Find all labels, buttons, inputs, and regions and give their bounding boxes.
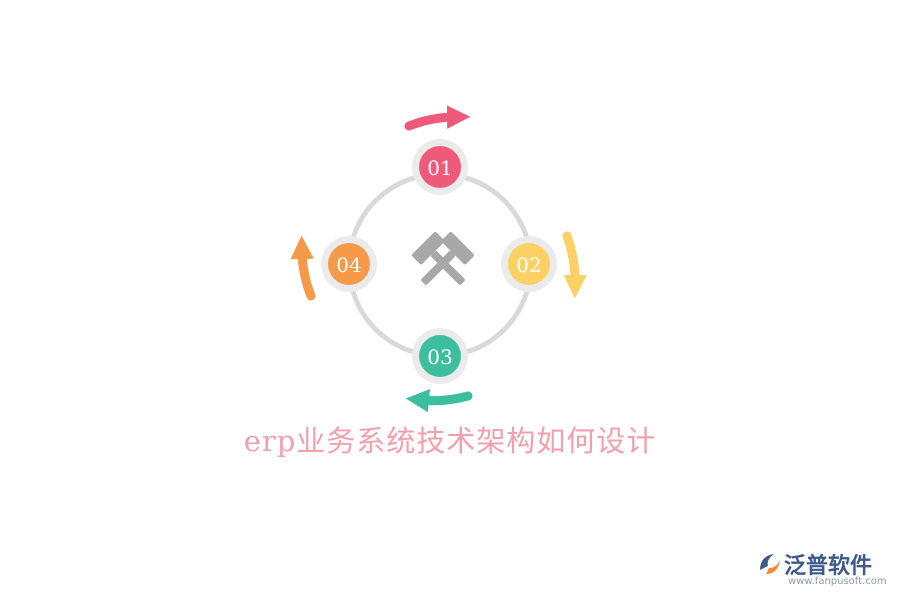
step-node-04: 04 xyxy=(321,236,377,292)
arrow-step-04 xyxy=(290,235,316,301)
logo-name: 泛普软件 xyxy=(784,554,873,579)
step-node-03: 03 xyxy=(412,328,468,384)
step-label-04: 04 xyxy=(336,253,361,277)
arrow-step-03 xyxy=(405,389,473,413)
step-node-01: 01 xyxy=(412,139,468,195)
logo-mark-icon xyxy=(760,554,780,574)
logo-url: www.fanpusoft.com xyxy=(788,576,887,587)
step-label-02: 02 xyxy=(516,253,541,277)
step-label-03: 03 xyxy=(427,345,452,369)
step-label-01: 01 xyxy=(427,156,452,180)
arrow-step-01 xyxy=(404,105,471,131)
page-title: erp业务系统技术架构如何设计 xyxy=(243,424,657,458)
brand-logo: 泛普软件 www.fanpusoft.com xyxy=(756,546,887,590)
crossed-hammers-icon xyxy=(412,232,474,285)
step-node-02: 02 xyxy=(501,236,557,292)
arrow-step-02 xyxy=(562,231,587,299)
